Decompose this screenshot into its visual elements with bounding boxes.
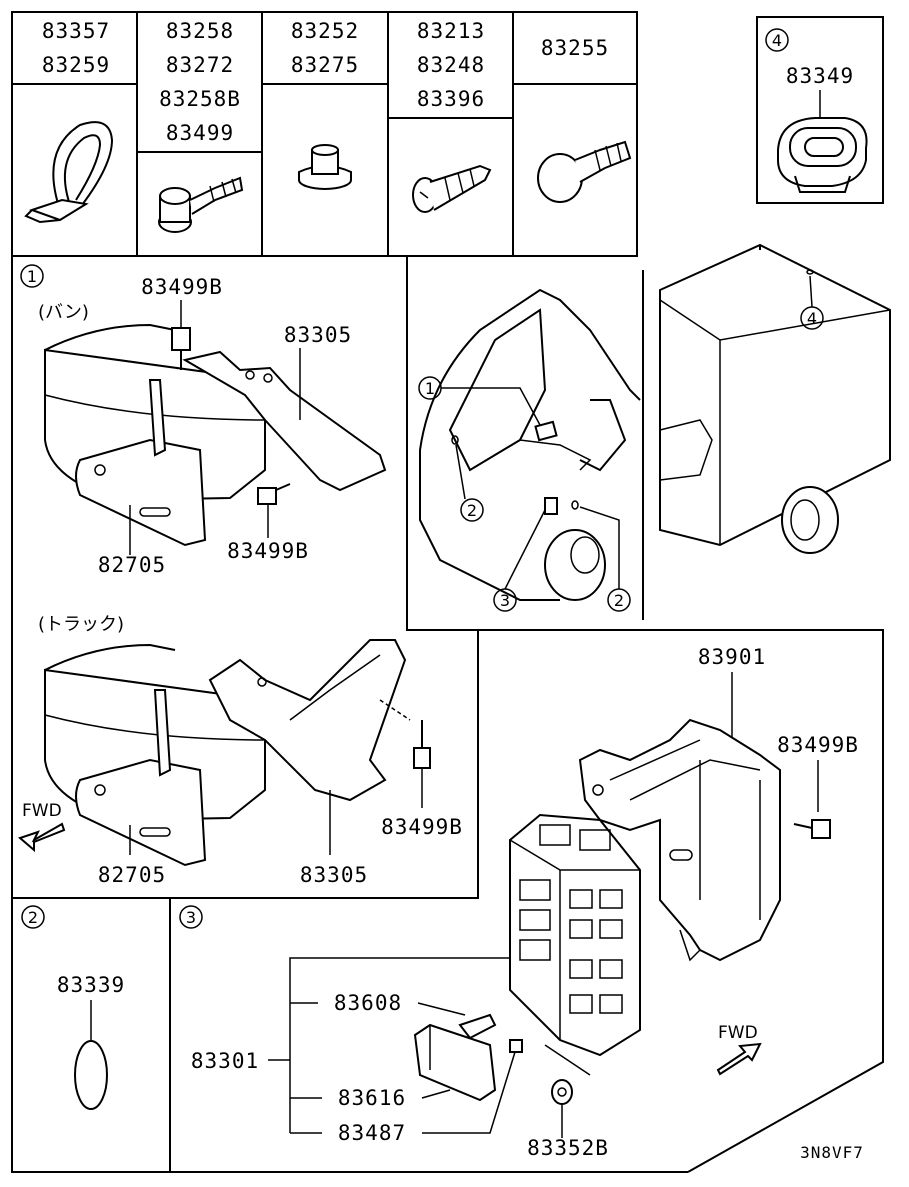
panel-2-badge: 2	[28, 908, 38, 927]
clip-nut-drawing	[298, 144, 352, 190]
van-part-83305: 83305	[284, 323, 352, 347]
van-battery-bracket-drawing	[44, 300, 387, 555]
table-col2-part-2: 83272	[166, 53, 234, 77]
diagram-code: 3N8VF7	[800, 1143, 864, 1162]
panel-3-part-83301: 83301	[191, 1049, 259, 1073]
fwd-arrow-icon	[18, 822, 66, 853]
panel-1-fwd-label: FWD	[22, 801, 62, 821]
screw-drawing	[412, 164, 492, 213]
van-part-82705: 82705	[98, 553, 166, 577]
trim-clip-drawing	[537, 140, 632, 203]
table-col2-part-3: 83258B	[159, 87, 241, 111]
panel-3-part-83901: 83901	[698, 645, 766, 669]
panel-1-badge: 1	[27, 267, 37, 286]
truck-battery-bracket-drawing	[44, 639, 431, 867]
panel-2: 2 83339	[11, 897, 171, 1173]
truck-rear-drawing	[659, 243, 891, 554]
panel-4-part-number: 83349	[786, 64, 854, 88]
table-col2-part-1: 83258	[166, 19, 234, 43]
panel-2-part-83339: 83339	[57, 973, 125, 997]
panel-3-part-83487: 83487	[338, 1121, 406, 1145]
table-col3-part-1: 83252	[291, 19, 359, 43]
panel-1: 1 (バン) 83499B 83305 82705 83499B	[11, 255, 479, 899]
cable-tie-drawing	[24, 121, 114, 224]
vehicle-location-view: 1 2 2 3 4	[418, 243, 891, 620]
truck-part-83305: 83305	[300, 863, 368, 887]
panel-4-badge: 4	[772, 31, 782, 50]
panel-3-part-83352b: 83352B	[527, 1136, 609, 1160]
fwd-arrow-right-icon	[716, 1042, 762, 1076]
van-part-83499b-bottom: 83499B	[227, 539, 309, 563]
table-col1-part-1: 83357	[42, 19, 110, 43]
truck-label: (トラック)	[38, 614, 124, 635]
table-col2-part-4: 83499	[166, 121, 234, 145]
van-label: (バン)	[38, 302, 89, 323]
table-col5-part-1: 83255	[541, 36, 609, 60]
vehicle-callout-4: 4	[807, 309, 817, 328]
panel-3-fwd-label: FWD	[718, 1023, 758, 1043]
relay-box-drawing	[509, 813, 641, 1057]
panel-3-part-83608: 83608	[334, 991, 402, 1015]
panel-3-badge: 3	[186, 908, 196, 927]
panel-3: 3 83901 83499B	[169, 629, 884, 1173]
panel-3-part-83616: 83616	[338, 1086, 406, 1110]
truck-part-82705: 82705	[98, 863, 166, 887]
fuse-puller-drawing	[413, 1013, 523, 1102]
panel-3-part-83499b: 83499B	[777, 733, 859, 757]
table-col4-part-3: 83396	[417, 87, 485, 111]
panel-4: 4 83349	[756, 16, 884, 204]
cab-front-drawing	[419, 288, 641, 601]
vehicle-callout-2b: 2	[614, 591, 624, 610]
vehicle-callout-1: 1	[425, 379, 435, 398]
truck-part-83499b: 83499B	[381, 815, 463, 839]
parts-table: 83357 83259 83258 83272 83258B 83499 832…	[11, 11, 638, 257]
vehicle-callout-3: 3	[500, 591, 510, 610]
table-col3-part-2: 83275	[291, 53, 359, 77]
pad-drawing	[74, 1040, 108, 1110]
relay-box-bracket-drawing	[578, 718, 831, 962]
van-part-83499b-top: 83499B	[141, 275, 223, 299]
table-col1-part-2: 83259	[42, 53, 110, 77]
flange-nut-drawing	[544, 1044, 591, 1138]
table-col4-part-1: 83213	[417, 19, 485, 43]
push-rivet-drawing	[158, 176, 244, 233]
vehicle-callout-2a: 2	[467, 501, 477, 520]
table-col4-part-2: 83248	[417, 53, 485, 77]
grommet-drawing	[777, 117, 868, 193]
